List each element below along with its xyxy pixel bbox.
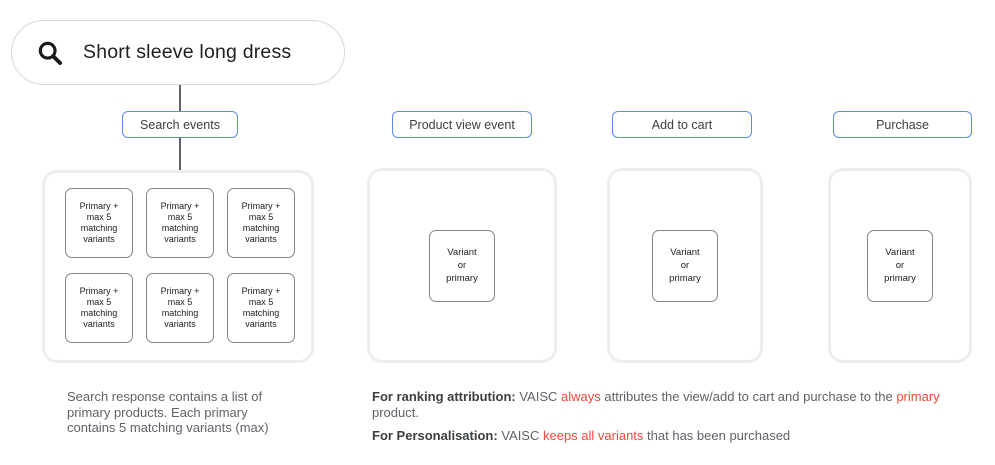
search-response-note: Search response contains a list of prima…	[67, 389, 269, 435]
note-highlight: always	[561, 389, 601, 404]
search-events-chip[interactable]: Search events	[122, 111, 238, 138]
connector-line-top	[179, 85, 181, 111]
add-to-cart-panel: Variant or primary	[607, 168, 763, 363]
ranking-attribution-note: For ranking attribution: VAISC always at…	[372, 389, 987, 420]
variant-or-primary-box: Variant or primary	[652, 229, 718, 302]
personalisation-note: For Personalisation: VAISC keeps all var…	[372, 428, 987, 444]
variant-or-primary-box: Variant or primary	[867, 229, 933, 302]
purchase-chip[interactable]: Purchase	[833, 111, 972, 138]
search-query: Short sleeve long dress	[83, 41, 292, 63]
add-to-cart-chip[interactable]: Add to cart	[612, 111, 752, 138]
note-bold-label: For ranking attribution:	[372, 389, 516, 404]
primary-variants-box: Primary + max 5 matching variants	[227, 188, 295, 258]
primary-variants-box: Primary + max 5 matching variants	[146, 188, 214, 258]
purchase-panel: Variant or primary	[828, 168, 972, 363]
primary-variants-box: Primary + max 5 matching variants	[65, 188, 133, 258]
search-bar[interactable]: Short sleeve long dress	[11, 20, 345, 85]
primary-variants-box: Primary + max 5 matching variants	[65, 273, 133, 343]
search-events-panel: Primary + max 5 matching variants Primar…	[42, 170, 314, 363]
variant-or-primary-box: Variant or primary	[429, 229, 495, 302]
search-icon	[38, 41, 63, 65]
primary-variants-box: Primary + max 5 matching variants	[146, 273, 214, 343]
note-text: attributes the view/add to cart and purc…	[600, 389, 897, 404]
note-highlight: keeps all variants	[542, 428, 644, 443]
note-bold-label: For Personalisation:	[372, 428, 498, 443]
note-text: that has been purchased	[643, 428, 791, 443]
connector-line-bottom	[179, 138, 181, 170]
product-view-event-chip[interactable]: Product view event	[392, 111, 532, 138]
note-text: product.	[372, 404, 419, 420]
attribution-notes: For ranking attribution: VAISC always at…	[372, 389, 987, 444]
note-text: VAISC	[515, 389, 561, 404]
product-view-panel: Variant or primary	[367, 168, 557, 363]
primary-variants-box: Primary + max 5 matching variants	[227, 273, 295, 343]
note-highlight: primary	[896, 389, 940, 404]
note-text: VAISC	[497, 428, 543, 443]
